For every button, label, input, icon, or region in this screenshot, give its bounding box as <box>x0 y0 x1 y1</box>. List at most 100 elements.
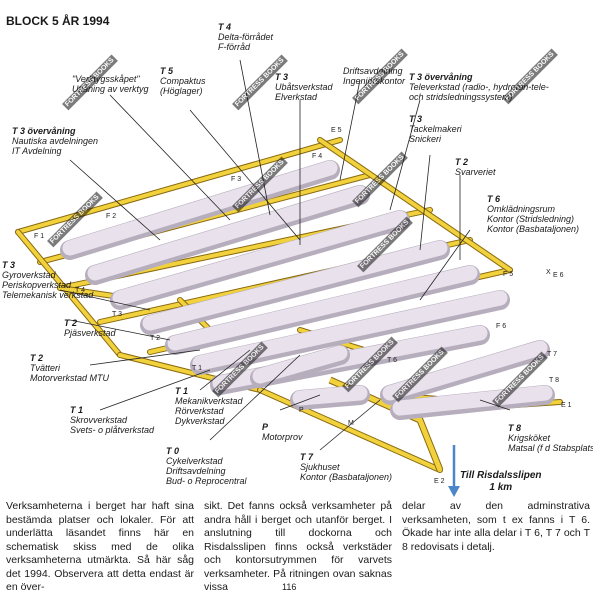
label-line: Driftsavdelning <box>166 466 226 476</box>
tunnel <box>112 210 408 306</box>
leader-line <box>99 369 211 411</box>
label-code: T 7 <box>300 452 314 462</box>
marker-f6: F 6 <box>496 323 507 330</box>
label-code: T 2 <box>455 157 469 167</box>
beam <box>258 388 442 472</box>
marker-f2: F 2 <box>106 213 117 220</box>
leader-line <box>419 154 431 251</box>
label-code: T 3 <box>409 114 423 124</box>
leader-line <box>189 109 301 241</box>
leader-line <box>69 319 171 341</box>
tunnel <box>167 265 478 351</box>
label-line: Omklädningsrum <box>487 204 556 214</box>
label-line: IT Avdelning <box>12 146 62 156</box>
tunnel <box>252 345 348 384</box>
label-line: och stridsledningssystem) <box>409 92 513 102</box>
label-line: Compaktus <box>160 76 206 86</box>
leader-line <box>109 94 231 221</box>
label-line: Matsal (f d Stabsplats) <box>508 443 593 453</box>
leader-line <box>479 399 511 411</box>
slip-distance: 1 km <box>489 482 513 493</box>
marker-t1: T 1 <box>192 365 202 372</box>
page-number: 116 <box>282 582 297 592</box>
marker-m: M <box>348 420 354 427</box>
page-title: BLOCK 5 ÅR 1994 <box>6 14 110 28</box>
marker-f4: F 4 <box>312 153 323 160</box>
label-line: Snickeri <box>409 134 442 144</box>
marker-e5: E 5 <box>331 127 342 134</box>
label-line: Pjäsverkstad <box>64 328 116 338</box>
body-column-2: sikt. Det fanns också verksamheter på an… <box>204 500 392 593</box>
label-line: Ubåtsverkstad <box>275 82 333 92</box>
leader-line <box>319 399 381 451</box>
label-line: Cykelverkstad <box>166 456 223 466</box>
tunnel-tubes <box>60 160 555 420</box>
label-verktyg: "Verktygsskåpet"Utlåning av verktyg <box>72 74 149 94</box>
slip-destination: Till Risdalsslipen <box>460 470 542 481</box>
leader-line <box>69 159 161 241</box>
beam <box>318 138 512 272</box>
label-code: T 6 <box>487 194 501 204</box>
marker-e2: E 2 <box>434 478 445 485</box>
label-line: Gyroverkstad <box>2 270 56 280</box>
leader-line <box>199 349 251 391</box>
label-code: T 1 <box>70 405 84 415</box>
label-line: Mekanikverkstad <box>175 396 243 406</box>
arrow-head <box>448 486 460 497</box>
label-line: Sjukhuset <box>300 462 340 472</box>
label-code: T 8 <box>508 423 522 433</box>
label-code: T 2 <box>30 353 44 363</box>
beam <box>16 230 122 357</box>
body-column-3: delar av den adminstrativa verksamheten,… <box>402 500 590 553</box>
label-line: Motorprov <box>262 432 303 442</box>
leader-line <box>419 229 471 301</box>
label-line: "Verktygsskåpet" <box>72 74 140 84</box>
marker-t4: T 4 <box>75 287 85 294</box>
label-line: Nautiska avdelningen <box>12 136 99 146</box>
label-code: T 5 <box>160 66 174 76</box>
marker-f5: F 5 <box>503 271 514 278</box>
label-code: T 1 <box>175 386 189 396</box>
body-column-1: Verksamheterna i berget har haft sina be… <box>6 500 194 593</box>
label-line: Svarveriet <box>455 167 496 177</box>
tunnel <box>292 385 368 406</box>
marker-x: X <box>546 269 551 276</box>
leader-line <box>59 289 151 311</box>
slip-arrow <box>448 445 460 497</box>
marker-p: P <box>299 407 304 414</box>
label-line: Dykverkstad <box>175 416 225 426</box>
label-line: Elverkstad <box>275 92 318 102</box>
label-line: Rörverkstad <box>175 406 224 416</box>
label-line: Motorverkstad MTU <box>30 373 110 383</box>
leader-line <box>209 354 301 441</box>
label-code: T 3 <box>2 260 16 270</box>
label-code: T 4 <box>218 22 232 32</box>
label-line: Tvätteri <box>30 363 61 373</box>
label-line: Krigsköket <box>508 433 551 443</box>
label-line: Kontor (Basbataljonen) <box>487 224 580 234</box>
marker-e1: E 1 <box>561 402 572 409</box>
marker-t2: T 2 <box>150 335 160 342</box>
marker-f1: F 1 <box>34 233 45 240</box>
label-line: Delta-förrådet <box>218 32 274 42</box>
label-line: Kontor (Stridsledning) <box>487 214 575 224</box>
label-line: (Höglager) <box>160 86 203 96</box>
tunnel <box>142 240 448 331</box>
marker-t7: T 7 <box>547 351 557 358</box>
leader-line <box>279 394 321 411</box>
